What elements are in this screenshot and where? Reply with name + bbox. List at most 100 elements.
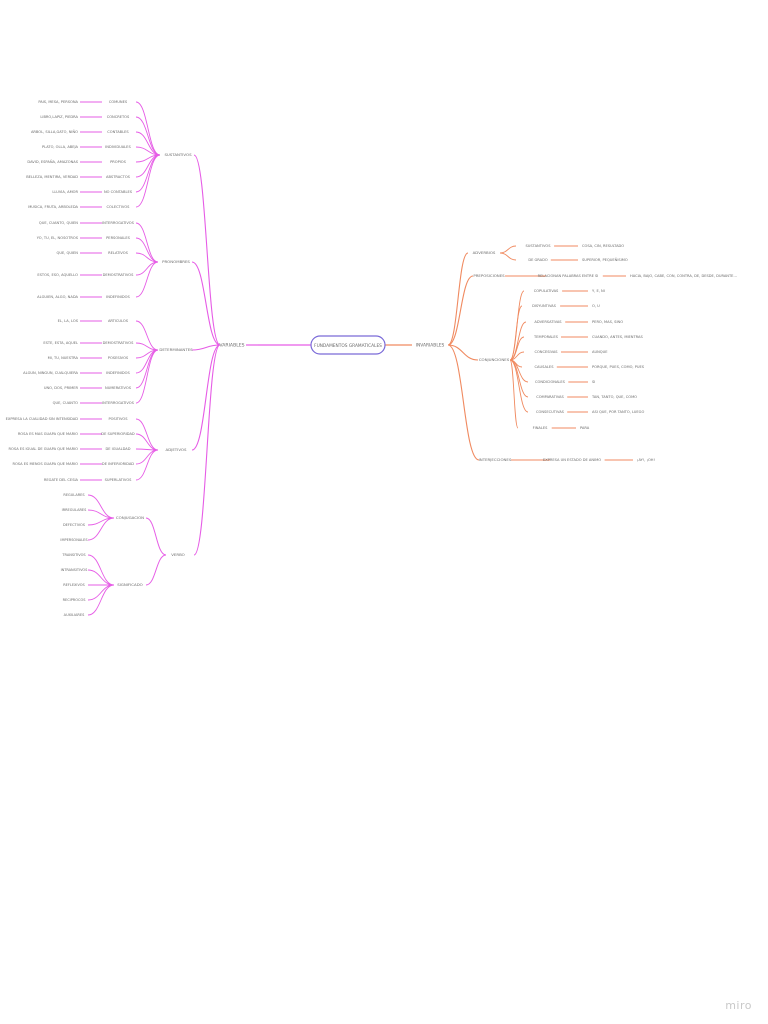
item-node[interactable]: COMUNES [109, 100, 128, 104]
item-node[interactable]: NO CONTABLES [104, 190, 133, 194]
verb-type-node[interactable]: IMPERSONALES [60, 538, 88, 542]
item-node[interactable]: DE GRADO [528, 258, 548, 262]
item-node[interactable]: ABSTRACTOS [106, 175, 131, 179]
example-node[interactable]: SI [592, 380, 595, 384]
example-node[interactable]: AUNQUE [592, 350, 608, 354]
example-node[interactable]: SUPERIOR, PEQUEÑISIMO [582, 257, 628, 262]
example-node[interactable]: QUE, QUIEN [57, 251, 79, 255]
group-node-determinantes[interactable]: DETERMINANTES [159, 347, 193, 352]
item-node[interactable]: NUMERATIVOS [105, 386, 132, 390]
group-node-adverbios[interactable]: ADVERBIOS [473, 250, 496, 255]
example-node[interactable]: Y, E, NI [592, 289, 605, 293]
example-node[interactable]: ESTOS, ESO, AQUELLO [37, 273, 78, 277]
item-node[interactable]: CAUSALES [535, 365, 555, 369]
item-node[interactable]: DE IGUALDAD [105, 447, 130, 451]
item-node[interactable]: POSESIVOS [108, 356, 129, 360]
example-node[interactable]: ROSA ES MENOS GUAPA QUE MARIO [12, 462, 78, 466]
example-node[interactable]: PORQUE, PUES, COMO, PUES [592, 365, 645, 369]
example-node[interactable]: ASI QUE, POR TANTO, LUEGO [592, 410, 644, 414]
item-node[interactable]: FINALES [533, 426, 549, 430]
example-node[interactable]: BELLEZA, MENTIRA, VERDAD [26, 175, 78, 179]
example-node[interactable]: QUE, CUANTO [53, 401, 78, 405]
example-node[interactable]: DAVID, ESPAÑA, AMAZONAS [27, 159, 78, 164]
item-node[interactable]: EXPRESA UN ESTADO DE ANIMO [543, 458, 601, 462]
verb-type-node[interactable]: IRREGULARES [62, 508, 87, 512]
example-node[interactable]: CUANDO, ANTES, MIENTRAS [592, 335, 643, 339]
verb-type-node[interactable]: REGULARES [63, 493, 85, 497]
example-node[interactable]: ¡AY!, ¡OH! [637, 458, 655, 462]
item-node[interactable]: INDEFINIDOS [106, 371, 130, 375]
item-node[interactable]: CONCESIVAS [534, 350, 558, 354]
example-node[interactable]: UNO, DOS, PRIMER [44, 386, 79, 390]
item-node[interactable]: INTERROGATIVOS [102, 221, 134, 225]
item-node[interactable]: DE INFERIORIDAD [102, 462, 134, 466]
node-invariables[interactable]: INVARIABLES [416, 343, 445, 349]
example-node[interactable]: LLUVIA, AMOR [52, 190, 78, 194]
item-node[interactable]: SUSTANTIVOS [525, 244, 551, 248]
example-node[interactable]: PAIS, MESA, PERSONA [38, 100, 78, 104]
example-node[interactable]: LIBRO,LAPIZ, PIEDRA [40, 115, 78, 119]
example-node[interactable]: MUSICA, FRUTA, ARBOLEDA [28, 205, 78, 209]
subgroup-node[interactable]: CONJUGACION [116, 515, 144, 520]
item-node[interactable]: COPULATIVAS [534, 289, 559, 293]
item-node[interactable]: INDEFINIDOS [106, 295, 130, 299]
example-node[interactable]: ESTE, ESTA, AQUEL [43, 341, 78, 345]
item-node[interactable]: PROPIOS [110, 160, 127, 164]
example-node[interactable]: TAN, TANTO, QUE, COMO [591, 395, 637, 399]
group-node-preposiciones[interactable]: PREPOSICIONES [473, 273, 505, 278]
example-node[interactable]: ARBOL, SILLA,GATO, NIÑO [31, 129, 78, 134]
group-node-interjecciones[interactable]: INTERJECCIONES [479, 457, 512, 462]
example-node[interactable]: ALGUN, NINGUN, CUALQUIERA [23, 371, 78, 375]
item-node[interactable]: COMPARATIVAS [536, 395, 564, 399]
item-node[interactable]: COLECTIVOS [107, 205, 131, 209]
root-node-box[interactable] [310, 335, 386, 355]
item-node[interactable]: TEMPORALES [533, 335, 559, 339]
example-node[interactable]: PERO, MAS, SINO [592, 320, 623, 324]
item-node[interactable]: DEMOSTRATIVOS [103, 273, 134, 277]
item-node[interactable]: ADVERSATIVAS [534, 320, 562, 324]
item-node[interactable]: ARTICULOS [108, 319, 129, 323]
verb-type-node[interactable]: RECIPROCOS [63, 598, 87, 602]
item-node[interactable]: CONDICIONALES [535, 380, 566, 384]
verb-type-node[interactable]: AUXILIARES [64, 613, 85, 617]
example-node[interactable]: PLATO, OLLA, ABEJA [42, 145, 79, 149]
verb-type-node[interactable]: DEFECTIVOS [63, 523, 86, 527]
example-node[interactable]: O, U [592, 304, 600, 308]
item-node[interactable]: INDIVIDUALES [105, 145, 131, 149]
group-node-conjunciones[interactable]: CONJUNCIONES [479, 357, 510, 362]
verb-type-node[interactable]: TRANSITIVOS [61, 553, 86, 557]
item-node[interactable]: PERSONALES [106, 236, 130, 240]
verb-type-node[interactable]: INTRANSITIVOS [61, 568, 89, 572]
item-node[interactable]: DE SUPERIORIDAD [101, 432, 135, 436]
item-node[interactable]: CONCRETOS [107, 115, 130, 119]
example-node[interactable]: YO, TU, EL, NOSOTROS [37, 236, 79, 240]
item-node[interactable]: CONTABLES [107, 130, 129, 134]
example-node[interactable]: MI, TU, NUESTRA [48, 356, 79, 360]
example-node[interactable]: PARA [580, 426, 590, 430]
example-node[interactable]: ALGUIEN, ALGO, NADA [37, 295, 78, 299]
example-node[interactable]: REGATE DEL CESIA [44, 478, 79, 482]
example-node[interactable]: ROSA ES MAS GUAPA QUE MARIO [18, 432, 78, 436]
root-node[interactable]: FUNDAMENTOS GRAMATICALES [314, 343, 382, 349]
item-node[interactable]: SUPERLATIVOS [105, 478, 133, 482]
group-node-verbo[interactable]: VERBO [171, 552, 185, 557]
example-node[interactable]: HACIA, BAJO, CABE, CON, CONTRA, DE, DESD… [630, 274, 737, 278]
item-node[interactable]: POSITIVOS [108, 417, 128, 421]
example-node[interactable]: ROSA ES IGUAL DE GUAPA QUE MARIO [9, 447, 79, 451]
item-node[interactable]: RELATIVOS [108, 251, 129, 255]
item-node[interactable]: CONSECUTIVAS [536, 410, 565, 414]
group-node-adjetivos[interactable]: ADJETIVOS [166, 447, 187, 452]
example-node[interactable]: COSA, CIN, RESULTADO [582, 244, 624, 248]
item-node[interactable]: RELACIONAN PALABRAS ENTRE SI [538, 274, 599, 278]
example-node[interactable]: EL, LA, LOS [58, 319, 79, 323]
item-node[interactable]: INTERROGATIVOS [102, 401, 134, 405]
example-node[interactable]: EXPRESA LA CUALIDAD SIN INTENSIDAD [6, 417, 79, 421]
group-node-sustantivos[interactable]: SUSTANTIVOS [164, 152, 192, 157]
group-node-pronombres[interactable]: PRONOMBRES [162, 259, 190, 264]
node-variables[interactable]: VARIABLES [219, 343, 244, 349]
verb-type-node[interactable]: REFLEXIVOS [63, 583, 85, 587]
item-node[interactable]: DISYUNTIVAS [532, 304, 557, 308]
item-node[interactable]: DEMOSTRATIVOS [103, 341, 134, 345]
example-node[interactable]: QUE, CUANTO, QUIEN [39, 221, 78, 225]
subgroup-node[interactable]: SIGNIFICADO [117, 582, 143, 587]
